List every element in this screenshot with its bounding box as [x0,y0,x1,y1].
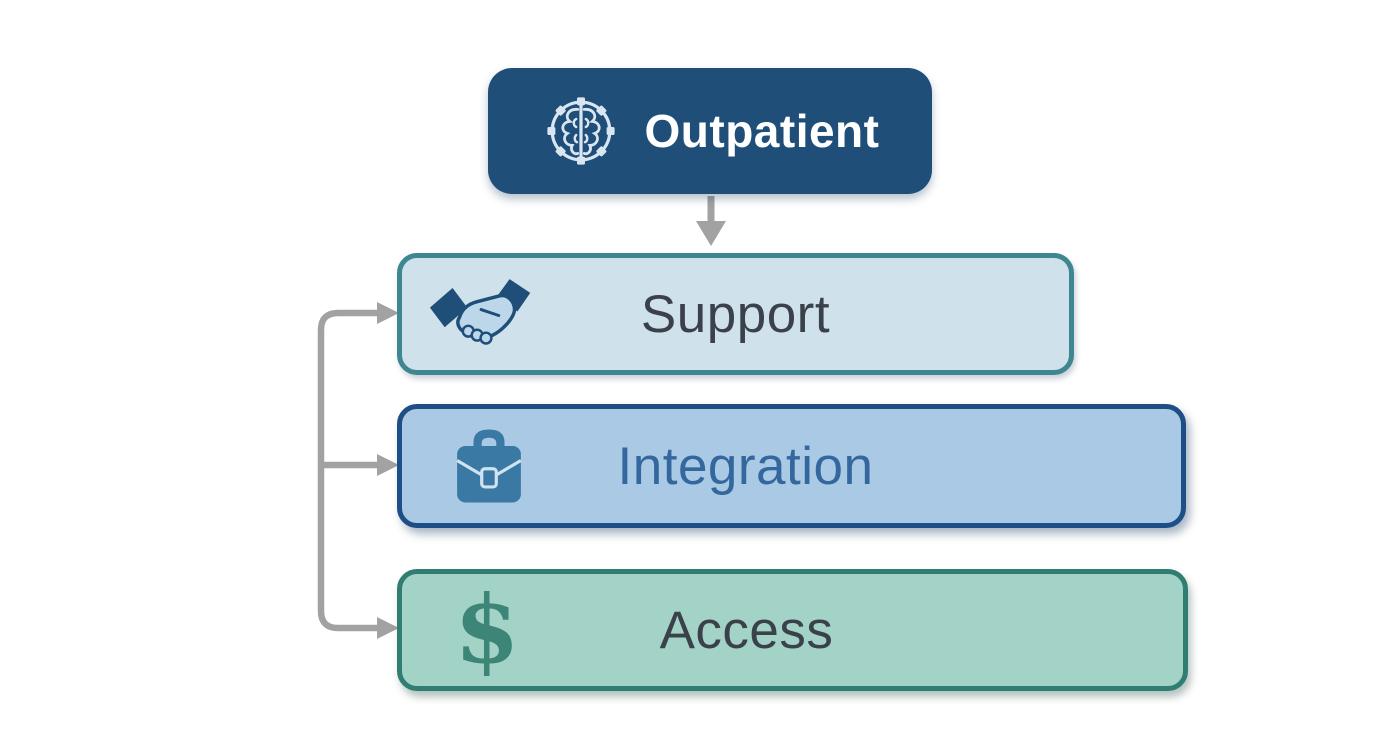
brain-gear-icon [541,91,621,171]
dollar-icon: $ [454,575,520,685]
briefcase-icon [448,420,530,512]
arrowhead-support [377,302,399,324]
handshake-icon [426,272,544,356]
integration-label: Integration [617,436,874,496]
support-label: Support [640,284,831,344]
outpatient-label: Outpatient [644,105,880,157]
arrowhead-integration [377,454,399,476]
access-label: Access [659,600,834,660]
integration-node: Integration [397,404,1186,528]
down-arrow [696,196,726,246]
access-node: $ Access [397,569,1188,691]
arrowhead-access [377,617,399,639]
branch-connector [317,302,399,639]
support-node: Support [397,253,1074,375]
outpatient-node: Outpatient [488,68,932,194]
